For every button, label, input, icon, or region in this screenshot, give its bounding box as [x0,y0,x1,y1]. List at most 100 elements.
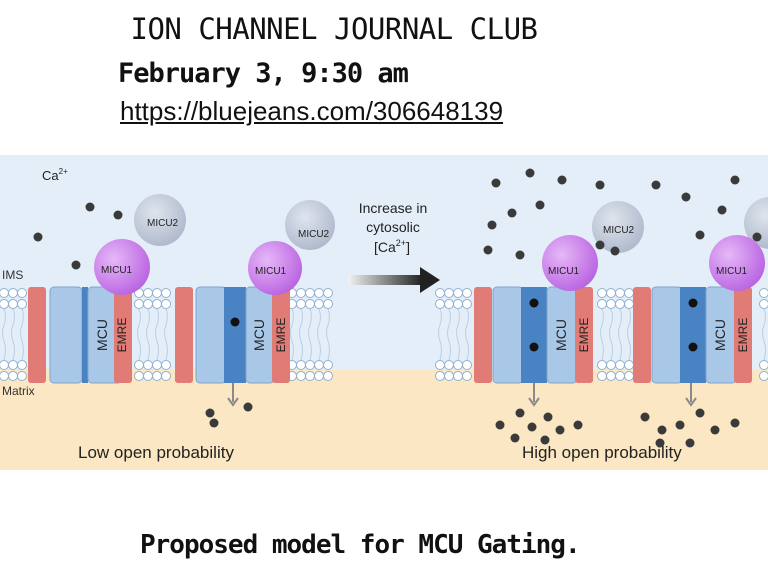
calcium-ion [710,425,720,435]
lipid-head [759,299,768,309]
lipid-head [8,288,18,298]
calcium-ion [610,246,620,256]
lipid-head [152,360,162,370]
lipid-head [152,371,162,381]
lipid-tail [290,308,294,361]
lipid-tail [618,308,622,361]
lipid-head [606,371,616,381]
lipid-head [17,288,27,298]
calcium-increase-arrow: Increase in cytosolic [Ca2+] [348,200,440,293]
lipid-head [606,288,616,298]
lipid-head [314,299,324,309]
calcium-ion [205,408,215,418]
lipid-head [615,360,625,370]
calcium-ion [529,342,539,352]
arrow-text-line1: Increase in [359,200,427,216]
lipid-head [462,288,472,298]
lipid-tail [326,308,330,361]
calcium-ion [535,200,545,210]
lipid-head [435,360,445,370]
lipid-head [314,288,324,298]
calcium-ion [657,425,667,435]
lipid-head [597,371,607,381]
lipid-head [152,288,162,298]
calcium-ion [555,425,565,435]
lipid-head [161,360,171,370]
mcu-subunit [49,286,83,384]
lipid-head [161,288,171,298]
calcium-ion [717,205,727,215]
lipid-head [606,299,616,309]
calcium-ion [730,418,740,428]
mcu-label: MCU [94,319,110,351]
calcium-ion [33,232,43,242]
lipid-head [444,360,454,370]
lipid-head [314,371,324,381]
lipid-head [453,288,463,298]
lipid-head [161,371,171,381]
lipid-head [143,288,153,298]
lipid-head [305,299,315,309]
emre-subunit [272,287,290,383]
lipid-bilayer-left [0,288,333,381]
lipid-head [759,371,768,381]
calcium-ion [651,180,661,190]
lipid-head [0,360,9,370]
ca-label: Ca2+ [42,167,68,183]
lipid-head [143,299,153,309]
lipid-tail [456,308,460,361]
lipid-head [143,360,153,370]
right-state-label: High open probability [522,443,682,462]
lipid-tail [308,308,312,361]
lipid-tail [20,308,24,361]
lipid-head [17,299,27,309]
lipid-head [0,299,9,309]
pore-closed [82,287,88,383]
arrow-text-line2: cytosolic [366,219,420,235]
mcu-label: MCU [712,319,728,351]
mcu-label: MCU [553,319,569,351]
lipid-head [453,360,463,370]
emre-subunit [175,287,193,383]
lipid-tail [600,308,604,361]
lipid-head [8,299,18,309]
lipid-head [152,299,162,309]
emre-subunit [734,287,752,383]
lipid-head [134,360,144,370]
emre-label: EMRE [577,318,591,353]
calcium-ion [688,298,698,308]
calcium-ions [33,168,762,448]
mcu-label: MCU [251,319,267,351]
lipid-head [453,371,463,381]
calcium-ion [515,408,525,418]
calcium-ion [685,438,695,448]
lipid-tail [299,308,303,361]
micu2-label: MICU2 [603,225,635,236]
lipid-head [296,360,306,370]
emre-label: EMRE [115,318,129,353]
lipid-head [453,299,463,309]
lipid-head [323,299,333,309]
calcium-ion [695,230,705,240]
calcium-ion [525,168,535,178]
lipid-tail [447,308,451,361]
lipid-tail [155,308,159,361]
micu1-label: MICU1 [101,265,133,276]
calcium-ion [483,245,493,255]
lipid-head [597,360,607,370]
micu-complex-left-1: MICU2 MICU1 [94,194,186,295]
lipid-head [435,288,445,298]
lipid-head [624,299,634,309]
calcium-ion [209,418,219,428]
lipid-head [305,288,315,298]
calcium-ion [557,175,567,185]
meeting-link[interactable]: https://bluejeans.com/306648139 [120,96,504,126]
lipid-tail [2,308,6,361]
lipid-head [462,360,472,370]
lipid-head [615,371,625,381]
emre-label: EMRE [736,318,750,353]
lipid-head [134,299,144,309]
lipid-head [323,288,333,298]
emre-subunit [633,287,651,383]
mcu-subunit [195,286,227,384]
